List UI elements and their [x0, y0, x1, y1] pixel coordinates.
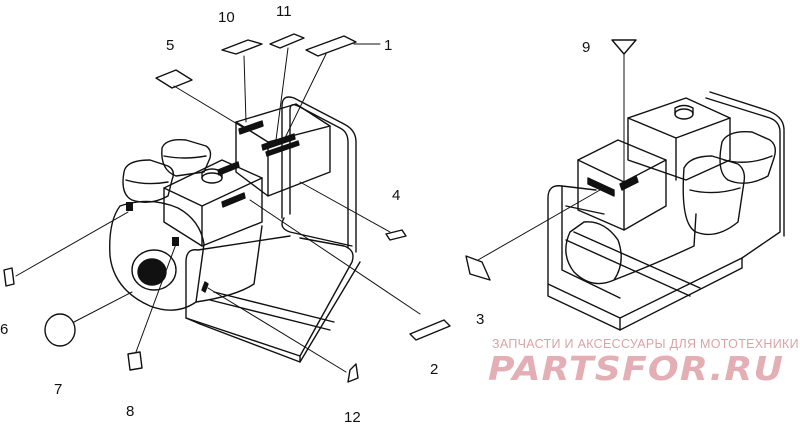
decal-4 [385, 229, 407, 241]
decal-7 [44, 313, 76, 347]
callout-12: 12 [344, 409, 361, 426]
decal-8 [127, 351, 143, 371]
callout-11: 11 [276, 3, 292, 20]
callout-1: 1 [384, 37, 392, 54]
loose-decals [3, 33, 637, 383]
watermark-brand: PARTSFOR.RU [488, 349, 784, 388]
callout-10: 10 [218, 9, 235, 26]
watermark: ЗАПЧАСТИ И АКСЕССУАРЫ ДЛЯ МОТОТЕХНИКИ PA… [488, 337, 799, 388]
callout-3: 3 [476, 311, 484, 328]
callout-4: 4 [392, 187, 400, 204]
callout-7: 7 [54, 381, 62, 398]
callouts: 1 2 3 4 5 6 7 8 9 10 11 12 [0, 3, 590, 426]
leader-lines [15, 43, 625, 373]
decal-3 [465, 255, 491, 281]
decal-11 [269, 33, 305, 49]
decal-2 [409, 319, 451, 341]
decal-1 [305, 35, 357, 57]
decal-12 [347, 363, 359, 383]
decal-6 [3, 267, 15, 287]
watermark-tagline: ЗАПЧАСТИ И АКСЕССУАРЫ ДЛЯ МОТОТЕХНИКИ [492, 337, 799, 351]
decal-10 [221, 39, 263, 55]
callout-2: 2 [430, 361, 438, 378]
right-pump-unit [547, 91, 785, 331]
decal-9 [611, 39, 637, 55]
callout-6: 6 [0, 321, 8, 338]
callout-5: 5 [166, 37, 174, 54]
callout-8: 8 [126, 403, 134, 420]
left-pump-unit [109, 96, 361, 363]
callout-9: 9 [582, 39, 590, 56]
decal-5 [155, 69, 193, 89]
